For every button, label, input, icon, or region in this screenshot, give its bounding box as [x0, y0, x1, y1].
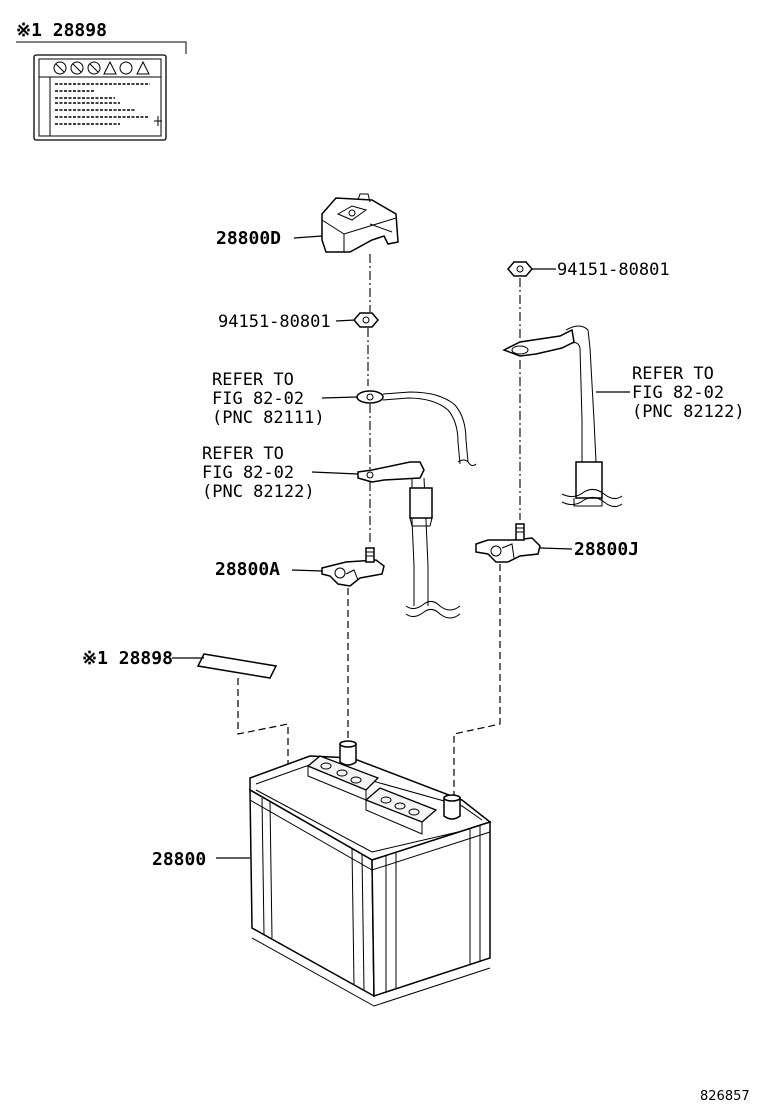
svg-text:(PNC 82111): (PNC 82111) [212, 408, 325, 428]
negative-terminal-callout[interactable]: 28800J [574, 539, 639, 560]
caution-label-callout[interactable]: ※1 28898 [82, 648, 173, 669]
svg-text:REFER TO: REFER TO [632, 364, 714, 384]
battery-part [249, 740, 492, 1007]
refer-negative-cable-right-callout[interactable]: REFER TO FIG 82-02 (PNC 82122) [632, 364, 745, 422]
svg-text:FIG 82-02: FIG 82-02 [212, 389, 304, 409]
positive-terminal-part [321, 547, 385, 587]
negative-cable-left-part [357, 461, 461, 619]
caution-label-sticker-part [196, 653, 278, 679]
positive-cable-part [356, 390, 477, 467]
terminal-cover-part [321, 193, 399, 253]
svg-text:FIG 82-02: FIG 82-02 [632, 383, 724, 403]
label-text-lines [55, 83, 150, 125]
cover-callout[interactable]: 28800D [216, 228, 281, 249]
caution-label-top-callout[interactable]: ※1 28898 [16, 20, 107, 41]
svg-text:REFER TO: REFER TO [202, 444, 284, 464]
figure-id: 826857 [700, 1089, 750, 1104]
nut-right-callout[interactable]: 94151-80801 [557, 260, 670, 280]
battery-callout[interactable]: 28800 [152, 849, 206, 870]
positive-terminal-callout[interactable]: 28800A [215, 559, 280, 580]
nut-left-part [353, 312, 379, 328]
svg-text:(PNC 82122): (PNC 82122) [202, 482, 315, 502]
nut-right-part [507, 261, 533, 277]
refer-negative-cable-left-callout[interactable]: REFER TO FIG 82-02 (PNC 82122) [202, 444, 315, 502]
svg-text:REFER TO: REFER TO [212, 370, 294, 390]
caution-label-inset: ※1 28898 [16, 20, 187, 141]
warning-symbols-icon [53, 60, 150, 75]
nut-left-callout[interactable]: 94151-80801 [218, 312, 331, 332]
negative-cable-right-part [502, 325, 623, 508]
svg-text:FIG 82-02: FIG 82-02 [202, 463, 294, 483]
refer-positive-cable-callout[interactable]: REFER TO FIG 82-02 (PNC 82111) [212, 370, 325, 428]
negative-terminal-part [475, 523, 541, 563]
svg-text:(PNC 82122): (PNC 82122) [632, 402, 745, 422]
